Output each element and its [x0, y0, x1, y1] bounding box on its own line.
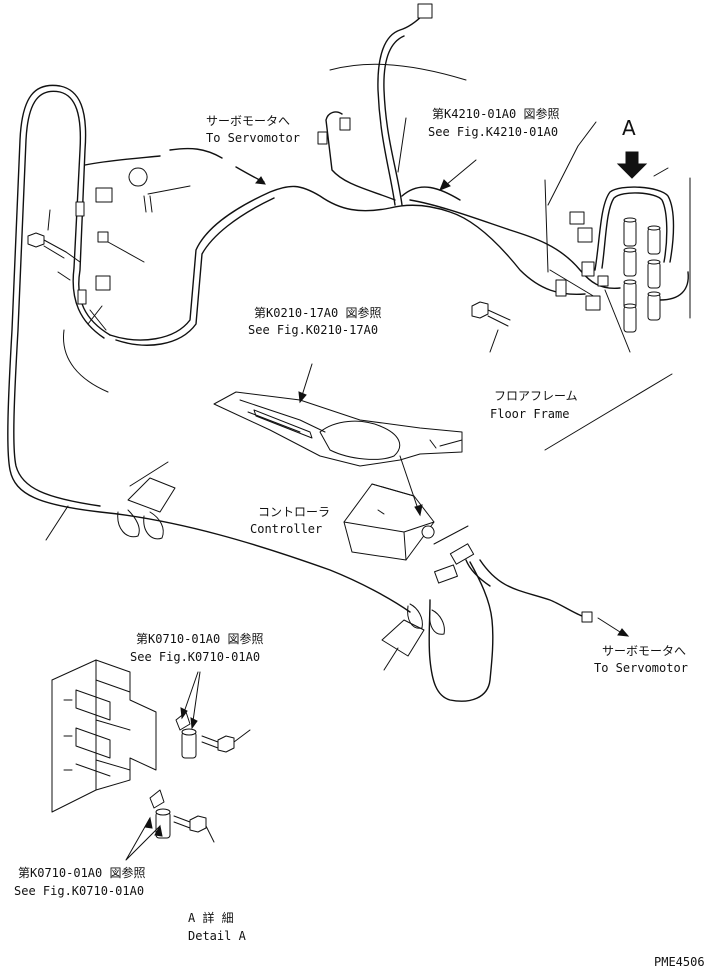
connector-top	[417, 3, 433, 19]
view-a-arrow	[616, 151, 648, 179]
label-ref-k0210-en: See Fig.K0210-17A0	[248, 323, 379, 337]
label-ref-k4210-en: See Fig.K4210-01A0	[428, 125, 559, 139]
harness-branch-servo-top	[84, 147, 223, 166]
harness-branch-top-connector	[377, 13, 425, 206]
harness-main-left-loop-inner	[13, 90, 105, 507]
harness-clamp-left	[117, 477, 176, 540]
harness-branch-relays	[409, 199, 621, 289]
connector-left-1	[95, 187, 113, 203]
label-servo-right-en: To Servomotor	[594, 661, 688, 675]
label-ref-k0710-b-jp: 第K0710-01A0 図参照	[18, 866, 146, 880]
label-detail-a-en: Detail A	[188, 929, 246, 943]
label-view-a: A	[622, 116, 636, 140]
controller-unit	[343, 483, 435, 561]
relay-group	[623, 217, 661, 333]
label-floor-frame-jp: フロアフレーム	[494, 389, 578, 403]
label-servo-right-jp: サーボモータへ	[602, 644, 687, 658]
label-floor-frame-en: Floor Frame	[490, 407, 570, 421]
label-detail-a-jp: A 詳 細	[188, 911, 234, 925]
label-controller-en: Controller	[250, 522, 323, 536]
label-servo-top-jp: サーボモータへ	[206, 114, 291, 128]
harness-main-left-loop	[7, 84, 411, 613]
label-controller-jp: コントローラ	[258, 505, 331, 519]
label-ref-k0710-b-en: See Fig.K0710-01A0	[14, 884, 145, 898]
harness-clamp-right	[381, 603, 445, 657]
drawing-code: PME4506	[654, 955, 705, 969]
floor-frame	[213, 391, 463, 467]
label-servo-top-en: To Servomotor	[206, 131, 300, 145]
label-ref-k4210-jp: 第K4210-01A0 図参照	[432, 107, 560, 121]
label-ref-k0710-a-en: See Fig.K0710-01A0	[130, 650, 261, 664]
connector-servo-mid	[339, 117, 351, 131]
label-ref-k0710-a-jp: 第K0710-01A0 図参照	[136, 632, 264, 646]
harness-cross-route	[109, 185, 586, 341]
label-ref-k0210-jp: 第K0210-17A0 図参照	[254, 306, 382, 320]
detail-a-bracket	[51, 659, 157, 813]
